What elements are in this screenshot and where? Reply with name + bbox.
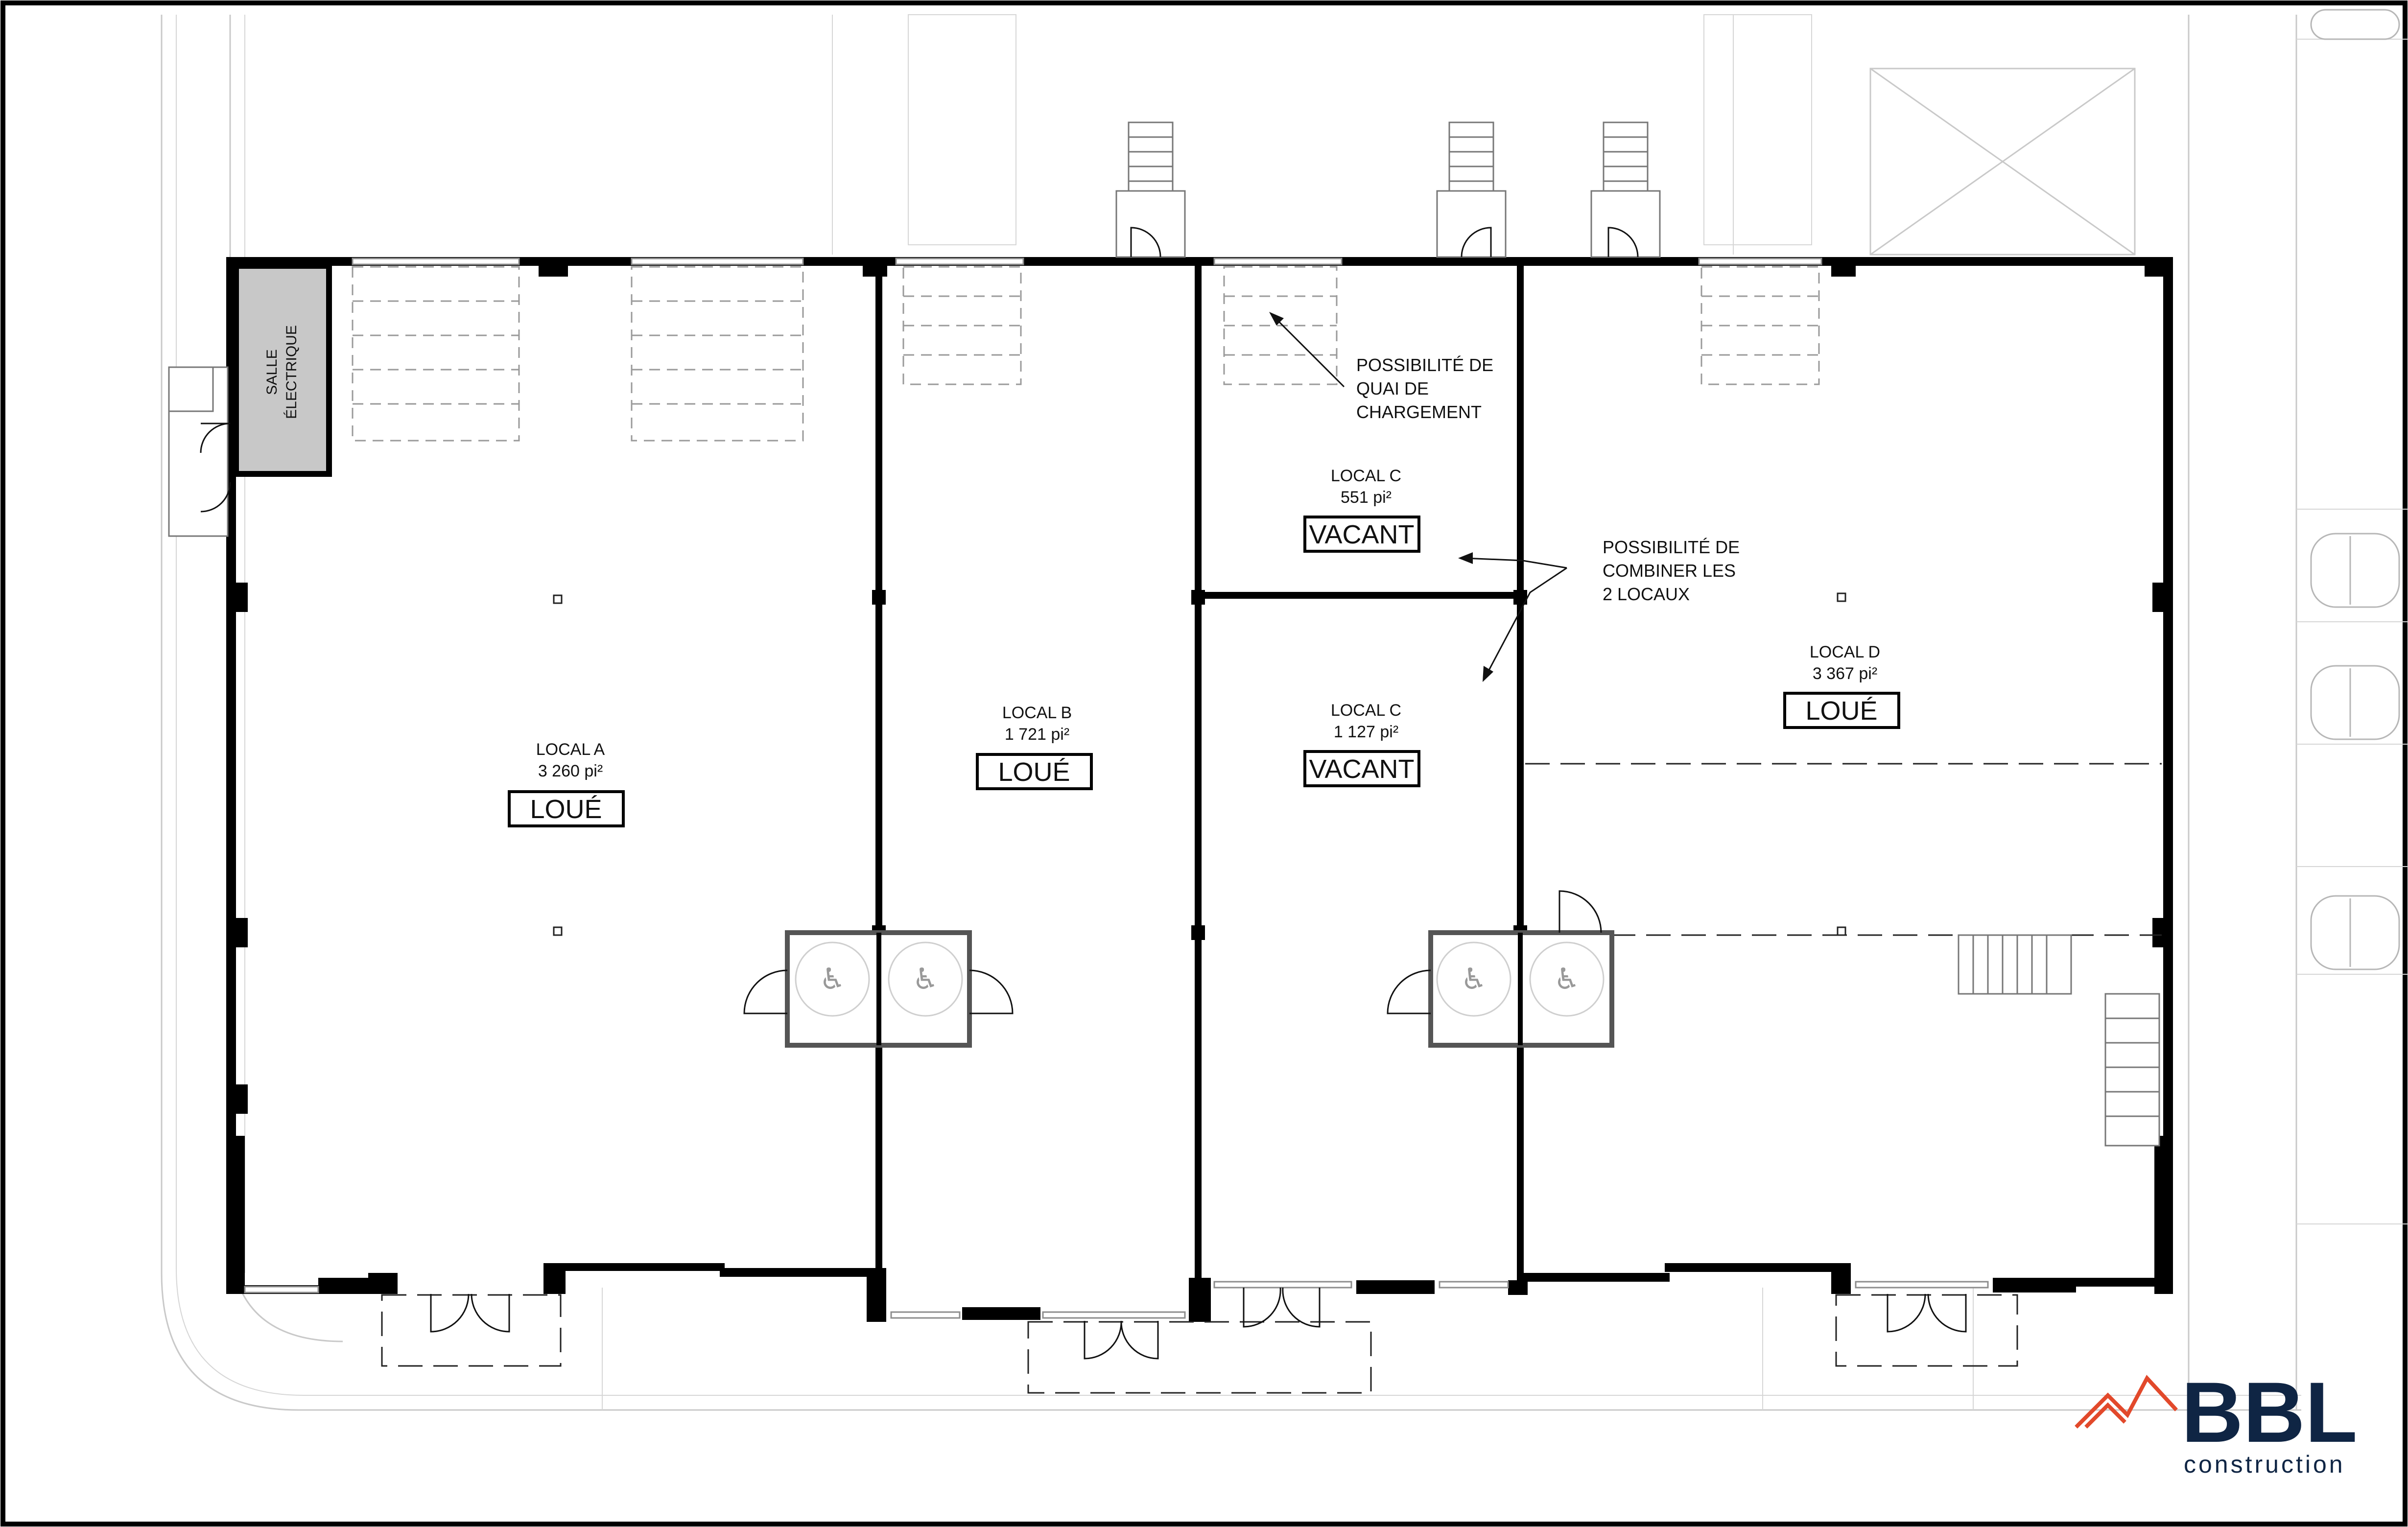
note-combine-line2: COMBINER LES <box>1603 561 1736 581</box>
parked-cars <box>2310 9 2400 970</box>
status-box <box>1783 692 1900 729</box>
unit-area: 3 367 pi² <box>1813 664 1877 683</box>
ceiling-marker <box>553 594 563 604</box>
svg-text:♿: ♿ <box>1554 962 1580 996</box>
north-stairs <box>1115 121 1661 258</box>
note-combine: POSSIBILITÉ DE COMBINER LES 2 LOCAUX <box>1458 537 1740 682</box>
unit-status: LOUÉ <box>530 795 602 824</box>
status-box <box>976 753 1093 790</box>
unit-name: LOCAL C <box>1331 701 1401 720</box>
ceiling-marker <box>1837 592 1846 602</box>
note-combine-line3: 2 LOCAUX <box>1603 584 1690 604</box>
unit-status: VACANT <box>1309 520 1414 549</box>
logo-roof-icon <box>2075 1375 2178 1429</box>
washroom-c-d: ♿ ♿ <box>1387 890 1614 1048</box>
unit-local-c-north: LOCAL C 551 pi² VACANT <box>1303 467 1420 553</box>
status-box <box>1303 750 1420 787</box>
svg-text:♿: ♿ <box>912 962 939 996</box>
unit-status: VACANT <box>1309 754 1414 784</box>
note-loading-line3: CHARGEMENT <box>1356 402 1482 422</box>
unit-area: 3 260 pi² <box>538 762 603 780</box>
logo-name: BBL <box>2181 1365 2358 1460</box>
building: SALLE ÉLECTRIQUE <box>168 121 2173 1394</box>
unit-name: LOCAL B <box>1002 704 1072 722</box>
washroom-a-b: ♿ ♿ <box>743 930 1014 1048</box>
unit-status: LOUÉ <box>1805 696 1877 726</box>
south-entrances <box>381 1287 2018 1394</box>
arrow-head <box>1269 312 1284 326</box>
arrow-head <box>1483 666 1493 682</box>
status-box <box>508 790 625 827</box>
electrical-room: SALLE ÉLECTRIQUE <box>233 263 332 477</box>
bbl-logo: BBL construction <box>2075 1365 2358 1478</box>
unit-name: LOCAL A <box>536 740 605 759</box>
ceiling-marker <box>553 926 563 936</box>
unit-name: LOCAL C <box>1331 467 1401 485</box>
west-entry <box>168 366 231 537</box>
electrical-room-line1: SALLE <box>264 349 280 395</box>
note-loading-line1: POSSIBILITÉ DE <box>1356 355 1493 375</box>
unit-local-c-south: LOCAL C 1 127 pi² VACANT <box>1303 701 1420 787</box>
electrical-room-line2: ÉLECTRIQUE <box>283 325 300 419</box>
note-loading-line2: QUAI DE <box>1356 378 1429 399</box>
site-context <box>161 9 2408 1411</box>
svg-text:♿: ♿ <box>819 962 846 996</box>
unit-area: 1 127 pi² <box>1334 723 1398 741</box>
unit-name: LOCAL D <box>1810 643 1880 661</box>
svg-text:♿: ♿ <box>1461 962 1487 996</box>
arrow-head <box>1458 552 1473 564</box>
logo-tagline: construction <box>2184 1451 2345 1478</box>
rooftop-unit <box>1869 68 2136 256</box>
unit-area: 1 721 pi² <box>1005 725 1069 744</box>
unit-local-a: LOCAL A 3 260 pi² LOUÉ <box>508 740 625 827</box>
unit-local-d: LOCAL D 3 367 pi² LOUÉ <box>1783 643 1900 729</box>
interior-stairs <box>1958 934 2160 1147</box>
status-box <box>1303 516 1420 553</box>
loading-docks <box>352 266 1820 442</box>
unit-local-b: LOCAL B 1 721 pi² LOUÉ <box>976 704 1093 790</box>
note-combine-line1: POSSIBILITÉ DE <box>1603 537 1740 557</box>
ceiling-marker <box>1837 926 1846 936</box>
unit-area: 551 pi² <box>1341 488 1392 507</box>
unit-status: LOUÉ <box>998 757 1070 787</box>
note-loading-dock: POSSIBILITÉ DE QUAI DE CHARGEMENT <box>1269 312 1493 422</box>
